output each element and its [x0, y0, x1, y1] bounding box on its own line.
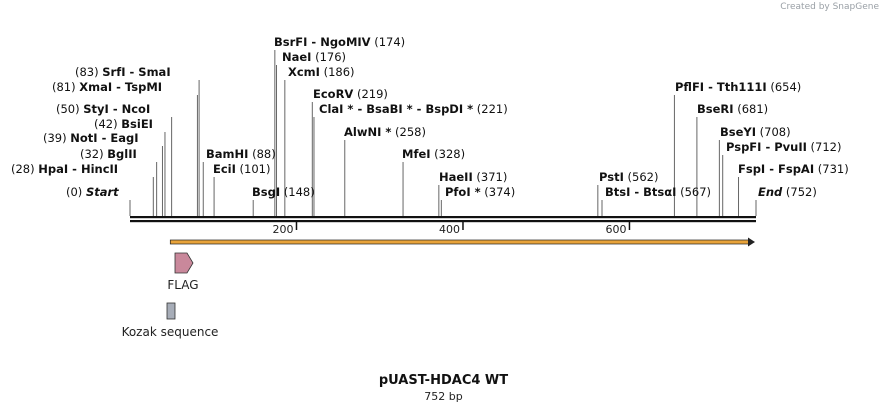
tick-label-400: 400: [439, 223, 460, 236]
features: FLAG Kozak sequence: [122, 237, 755, 339]
site-label-ecorv: EcoRV (219): [313, 87, 388, 101]
site-label-styi-ncoi: (50) StyI - NcoI: [56, 102, 150, 116]
ruler-ticks: 200 400 600: [272, 222, 631, 236]
site-label-bseri: BseRI (681): [697, 102, 768, 116]
site-label-pspfi-pvuii: PspFI - PvuII (712): [726, 140, 842, 154]
site-label-haeii: HaeII (371): [439, 170, 507, 184]
plasmid-name: pUAST-HDAC4 WT: [378, 373, 509, 388]
kozak-feature-box: [166, 302, 176, 320]
site-label-psti: PstI (562): [599, 170, 658, 184]
site-label-btsi-bts-i: BtsI - BtsαI (567): [605, 185, 711, 199]
hdac4-arrow-head: [748, 237, 755, 247]
snapgene-watermark: Created by SnapGene: [780, 2, 879, 12]
site-label-start: (0) Start: [66, 185, 119, 199]
site-label-ecii: EciI (101): [213, 162, 271, 176]
backbone-bottom-strand: [130, 220, 756, 223]
site-label-bsiei: (42) BsiEI: [94, 117, 153, 131]
plasmid-length: 752 bp: [424, 390, 463, 403]
site-label-hpai-hincii: (28) HpaI - HincII: [11, 162, 118, 176]
site-label-bseyi: BseYI (708): [720, 125, 791, 139]
flag-label: FLAG: [167, 278, 198, 292]
sequence-backbone: [130, 216, 756, 223]
site-label-pflfi-tth111i: PflFI - Tth111I (654): [675, 80, 801, 94]
flag-feature-arrow: [174, 252, 194, 274]
site-label-srfi-smai: (83) SrfI - SmaI: [75, 65, 171, 79]
site-label-alwni-: AlwNI * (258): [344, 125, 426, 139]
hdac4-feature-arrow: [169, 239, 751, 245]
tick-label-600: 600: [605, 223, 626, 236]
site-label-clai-bsabi-bspdi-: ClaI * - BsaBI * - BspDI * (221): [319, 102, 508, 116]
site-label-bglii: (32) BglII: [80, 147, 137, 161]
tick-label-200: 200: [272, 223, 293, 236]
backbone-top-strand: [130, 216, 756, 219]
site-connectors: [129, 50, 757, 216]
kozak-label: Kozak sequence: [122, 325, 219, 339]
site-label-xcmi: XcmI (186): [288, 65, 355, 79]
site-label-end: End (752): [758, 185, 817, 199]
site-label-xmai-tspmi: (81) XmaI - TspMI: [52, 80, 162, 94]
site-labels: (0) Start (28) HpaI - HincII(32) BglII (39…: [11, 35, 849, 199]
site-label-bsrfi-ngomiv: BsrFI - NgoMIV (174): [274, 35, 405, 49]
site-label-fspi-fspai: FspI - FspAI (731): [738, 162, 849, 176]
site-label-bsgi: BsgI (148): [252, 185, 315, 199]
site-label-pfoi-: PfoI * (374): [445, 185, 515, 199]
site-label-naei: NaeI (176): [282, 50, 346, 64]
site-label-noti-eagi: (39) NotI - EagI: [43, 131, 139, 145]
site-label-bamhi: BamHI (88): [206, 147, 276, 161]
site-label-mfei: MfeI (328): [402, 147, 465, 161]
